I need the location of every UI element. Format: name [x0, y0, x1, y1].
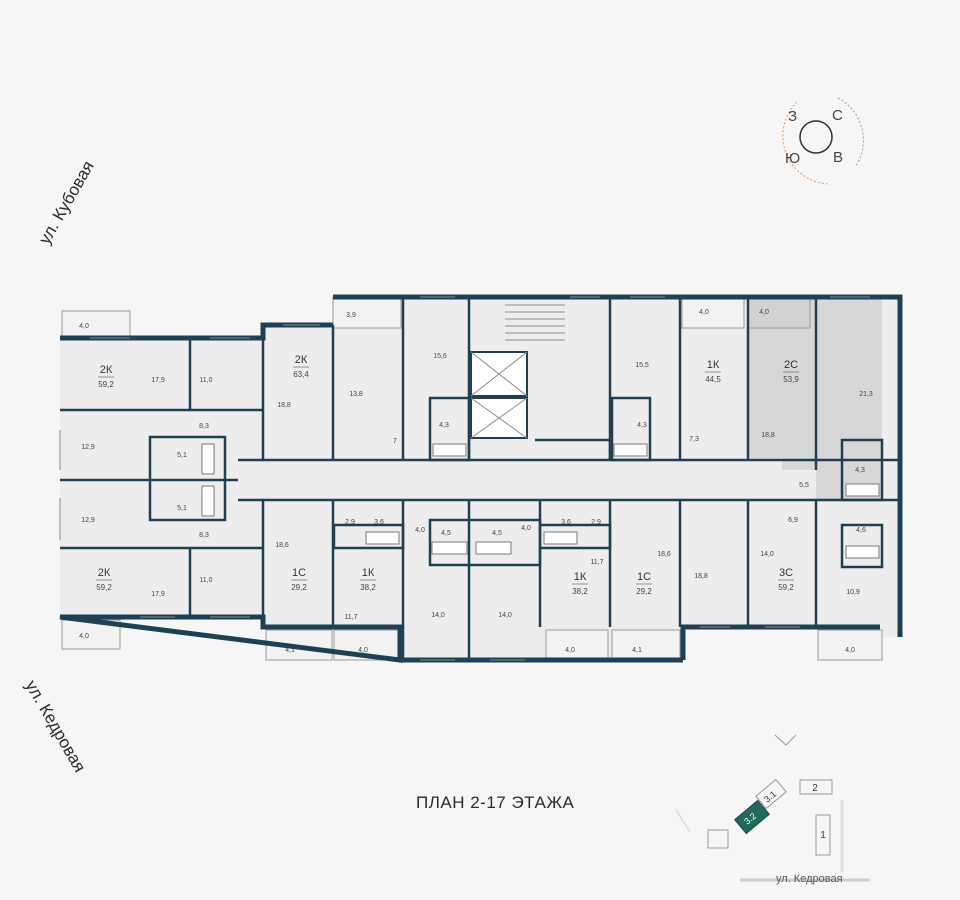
apartment-area: 53,9 — [783, 375, 799, 384]
compass — [782, 97, 864, 185]
apartment-type: 1К — [707, 359, 720, 371]
apartment-type: 2К — [98, 567, 111, 579]
room-area: 8,3 — [199, 423, 209, 430]
room-area: 4,1 — [285, 647, 295, 654]
apartment-area: 59,2 — [98, 380, 114, 389]
room-area: 7 — [393, 438, 397, 445]
room-area: 14,0 — [431, 612, 445, 619]
apartment-area: 44,5 — [705, 375, 721, 384]
room-area: 4,0 — [699, 309, 709, 316]
room-area: 5,1 — [177, 505, 187, 512]
room-area: 10,9 — [846, 589, 860, 596]
room-area: 21,3 — [859, 391, 873, 398]
room-area: 18,8 — [277, 402, 291, 409]
compass-south: Ю — [785, 150, 801, 167]
apartment-area: 38,2 — [360, 583, 376, 592]
room-area: 4,3 — [439, 422, 449, 429]
room-area: 3,6 — [561, 519, 571, 526]
room-area: 4,0 — [415, 527, 425, 534]
apartment-type: 2К — [295, 354, 308, 366]
apartment-area: 29,2 — [291, 583, 307, 592]
room-area: 2,9 — [591, 519, 601, 526]
room-area: 4,0 — [79, 323, 89, 330]
room-area: 13,8 — [349, 391, 363, 398]
room-area: 5,1 — [177, 452, 187, 459]
apartment-area: 29,2 — [636, 587, 652, 596]
room-area: 3,9 — [346, 312, 356, 319]
apartment-type: 1К — [362, 567, 375, 579]
room-area: 4,0 — [521, 525, 531, 532]
apartment-type: 2К — [100, 364, 113, 376]
apartment-type: 2С — [784, 359, 798, 371]
room-area: 4,6 — [856, 527, 866, 534]
room-area: 11,0 — [199, 377, 212, 384]
apartment-area: 63,4 — [293, 370, 309, 379]
room-area: 4,3 — [855, 467, 865, 474]
room-area: 11,7 — [590, 559, 603, 566]
room-area: 18,6 — [657, 551, 671, 558]
room-area: 15,6 — [433, 353, 447, 360]
apartment-area: 38,2 — [572, 587, 588, 596]
room-area: 8,3 — [199, 532, 209, 539]
room-area: 4,1 — [632, 647, 642, 654]
room-area: 17,9 — [151, 377, 165, 384]
compass-west: З — [788, 108, 798, 125]
room-area: 17,9 — [151, 591, 165, 598]
room-area: 11,0 — [199, 577, 212, 584]
room-area: 4,0 — [79, 633, 89, 640]
room-area: 5,5 — [799, 482, 809, 489]
room-area: 6,9 — [788, 517, 798, 524]
site-building-2: 2 — [812, 783, 818, 794]
room-area: 4,5 — [441, 530, 451, 537]
room-area: 4,0 — [358, 647, 368, 654]
site-building-31: 3.1 — [762, 789, 778, 805]
room-area: 18,6 — [275, 542, 289, 549]
compass-east: В — [833, 149, 844, 166]
room-area: 3,6 — [374, 519, 384, 526]
apartment-area: 59,2 — [778, 583, 794, 592]
room-area: 4,5 — [492, 530, 502, 537]
room-area: 2,9 — [345, 519, 355, 526]
apartment-type: 3С — [779, 567, 793, 579]
room-area: 4,0 — [565, 647, 575, 654]
compass-north: С — [832, 107, 843, 124]
plan-title: ПЛАН 2-17 ЭТАЖА — [416, 793, 575, 812]
apartment-type: 1С — [637, 571, 651, 583]
room-area: 12,9 — [81, 444, 95, 451]
room-area: 4,0 — [845, 647, 855, 654]
apartment-area: 59,2 — [96, 583, 112, 592]
site-building-1: 1 — [820, 830, 826, 841]
room-area: 14,0 — [760, 551, 774, 558]
room-area: 7,3 — [689, 436, 699, 443]
room-area: 12,9 — [81, 517, 95, 524]
apartment-type: 1К — [574, 571, 587, 583]
room-area: 18,8 — [694, 573, 708, 580]
room-area: 14,0 — [498, 612, 512, 619]
room-area: 4,0 — [759, 309, 769, 316]
room-area: 18,8 — [761, 432, 775, 439]
site-plan: 1 2 3.1 3.2 — [675, 734, 870, 882]
room-area: 11,7 — [344, 614, 357, 621]
room-area: 4,3 — [637, 422, 647, 429]
apartment-type: 1С — [292, 567, 306, 579]
site-street-label: ул. Кедровая — [776, 873, 843, 885]
room-area: 15,5 — [635, 362, 649, 369]
